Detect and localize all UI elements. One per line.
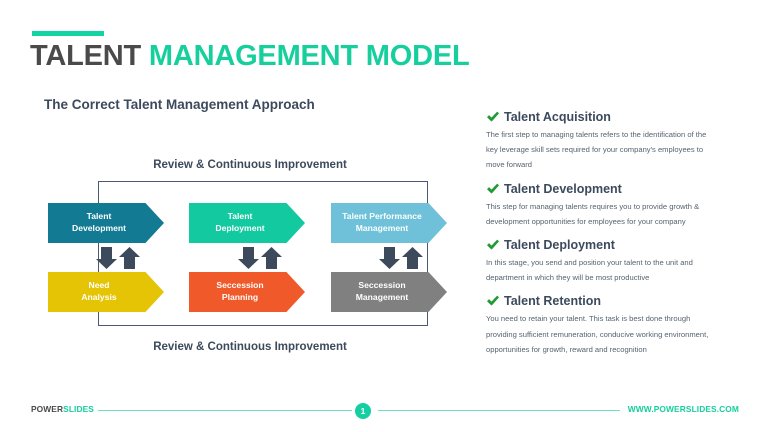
- footer-site-url: WWW.POWERSLIDES.COM: [627, 404, 739, 414]
- arrow-up-icon: [261, 247, 282, 269]
- logo-part2: SLIDES: [63, 404, 94, 414]
- talent-stage-list: Talent Acquisition The first step to man…: [486, 110, 736, 366]
- arrow-down-icon: [96, 247, 117, 269]
- arrow-down-icon: [379, 247, 400, 269]
- footer-rule-right: [378, 410, 620, 412]
- slide-footer: POWERSLIDES 1 WWW.POWERSLIDES.COM: [0, 400, 768, 422]
- page-title-part2: MANAGEMENT MODEL: [148, 40, 470, 72]
- powerslides-logo: POWERSLIDES: [31, 404, 94, 414]
- arrow-up-icon: [119, 247, 140, 269]
- list-item: Talent Retention You need to retain your…: [486, 294, 736, 357]
- flow-frame: [98, 181, 428, 326]
- check-icon: [486, 294, 500, 308]
- list-item-body: In this stage, you send and position you…: [486, 257, 693, 283]
- list-item-title: Talent Deployment: [504, 237, 615, 252]
- list-item-body: This step for managing talents requires …: [486, 201, 700, 226]
- arrow-pair-column-2: [237, 247, 289, 269]
- list-item: Talent Acquisition The first step to man…: [486, 110, 736, 173]
- arrow-down-icon: [238, 247, 259, 269]
- list-item-header: Talent Acquisition: [486, 110, 736, 124]
- check-icon: [486, 238, 500, 252]
- list-item-title: Talent Development: [504, 181, 622, 196]
- check-icon: [486, 110, 500, 124]
- logo-part1: POWER: [31, 404, 64, 414]
- list-item: Talent Deployment In this stage, you sen…: [486, 238, 736, 285]
- arrow-up-icon: [402, 247, 423, 269]
- list-item-body: The first step to managing talents refer…: [486, 130, 707, 170]
- title-accent-bar: [32, 31, 104, 36]
- arrow-pair-column-3: [378, 247, 430, 269]
- page-number-badge: 1: [355, 403, 371, 419]
- list-item-title: Talent Retention: [504, 294, 601, 309]
- flow-caption-bottom: Review & Continuous Improvement: [153, 341, 347, 353]
- list-item-header: Talent Deployment: [486, 238, 736, 252]
- page-title: TALENT MANAGEMENT MODEL: [30, 40, 470, 73]
- flow-caption-top: Review & Continuous Improvement: [153, 159, 347, 171]
- list-item-title: Talent Acquisition: [504, 110, 611, 124]
- check-icon: [486, 182, 500, 196]
- page-title-part1: TALENT: [30, 40, 149, 72]
- list-item: Talent Development This step for managin…: [486, 182, 736, 229]
- footer-rule-left: [98, 410, 352, 412]
- page-subtitle: The Correct Talent Management Approach: [44, 97, 315, 112]
- list-item-header: Talent Retention: [486, 294, 736, 308]
- arrow-pair-column-1: [95, 247, 147, 269]
- list-item-header: Talent Development: [486, 182, 736, 196]
- list-item-body: You need to retain your talent. This tas…: [486, 314, 709, 354]
